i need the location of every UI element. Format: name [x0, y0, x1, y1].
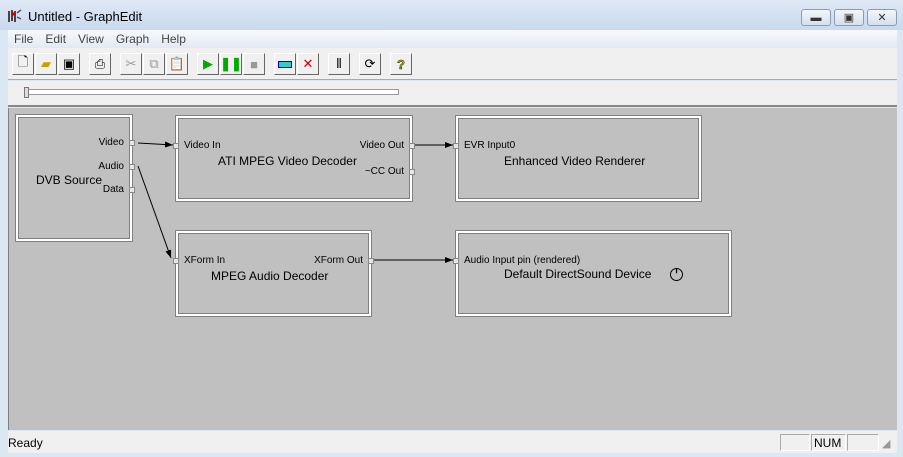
pin-label: Audio Input pin (rendered) — [464, 255, 581, 266]
pin-label: EVR Input0 — [464, 140, 516, 151]
paste-button[interactable]: 📋 — [166, 53, 188, 75]
filter-name: DVB Source — [36, 173, 103, 187]
filter-mpeg-audio-decoder[interactable]: MPEG Audio Decoder XForm In XForm Out — [173, 230, 374, 317]
filter-name: Default DirectSound Device — [504, 267, 652, 281]
disconnect-icon: ✕ — [302, 56, 314, 71]
status-pane-caps — [780, 434, 810, 451]
insert-filter-button[interactable] — [274, 53, 296, 75]
pin-audio-input[interactable] — [453, 258, 459, 264]
graphedit-button[interactable]: ⫴ — [328, 53, 350, 75]
pin-evr-input0[interactable] — [453, 143, 459, 149]
status-bar: Ready NUM ◢ — [8, 431, 897, 453]
cut-button[interactable]: ✂ — [120, 53, 142, 75]
status-text: Ready — [8, 436, 43, 450]
filter-default-directsound-device[interactable]: Default DirectSound Device Audio Input p… — [453, 230, 732, 317]
toolbar: 🗋 ▰ ▣ ⎙ ✂ ⧉ 📋 ▶ ❚❚ ■ ✕ ⫴ ⟳ ? — [8, 48, 897, 80]
pin-label: Data — [102, 184, 124, 195]
filter-icon — [278, 60, 292, 68]
pin-label: Audio — [98, 161, 124, 172]
window-title: Untitled - GraphEdit — [28, 9, 143, 24]
maximize-button[interactable]: ▣ — [834, 9, 864, 26]
pin-label: Video Out — [359, 140, 404, 151]
pin-data[interactable] — [129, 187, 135, 193]
pin-audio[interactable] — [129, 164, 135, 170]
title-bar: Untitled - GraphEdit ▬ ▣ ✕ — [0, 0, 903, 30]
pin-label: Video — [98, 137, 124, 148]
help-button[interactable]: ? — [390, 53, 412, 75]
copy-button[interactable]: ⧉ — [143, 53, 165, 75]
filter-name: ATI MPEG Video Decoder — [218, 154, 357, 168]
connections — [137, 141, 453, 263]
play-icon: ▶ — [203, 56, 213, 71]
pin-xform-in[interactable] — [173, 258, 179, 264]
filter-name: MPEG Audio Decoder — [211, 269, 329, 283]
pin-cc-out[interactable] — [409, 169, 415, 175]
disconnect-button[interactable]: ✕ — [297, 53, 319, 75]
open-folder-icon: ▰ — [41, 56, 51, 71]
menu-help[interactable]: Help — [161, 32, 186, 46]
connection-audio — [137, 165, 172, 259]
refresh-button[interactable]: ⟳ — [359, 53, 381, 75]
status-pane-num: NUM — [811, 434, 846, 451]
status-pane-scroll — [847, 434, 879, 451]
seek-track[interactable] — [24, 89, 399, 95]
menu-bar: File Edit View Graph Help — [8, 30, 897, 48]
menu-view[interactable]: View — [78, 32, 104, 46]
filter-dvb-source[interactable]: DVB Source Video Audio Data — [15, 114, 135, 242]
menu-edit[interactable]: Edit — [45, 32, 67, 46]
close-button[interactable]: ✕ — [867, 9, 897, 26]
save-icon: ▣ — [62, 56, 76, 71]
new-icon: 🗋 — [17, 54, 29, 69]
connection-video — [137, 141, 174, 148]
cut-icon: ✂ — [125, 56, 137, 71]
pin-label: XForm Out — [314, 255, 363, 266]
menu-file[interactable]: File — [14, 32, 34, 46]
stop-button[interactable]: ■ — [243, 53, 265, 75]
graphedit-icon: ⫴ — [336, 56, 342, 71]
pin-xform-out[interactable] — [368, 258, 374, 264]
copy-icon: ⧉ — [149, 56, 159, 71]
reference-clock-icon: ╹ — [670, 268, 683, 281]
filter-ati-mpeg-video-decoder[interactable]: ATI MPEG Video Decoder Video In Video Ou… — [173, 115, 415, 202]
graph-canvas[interactable]: DVB Source Video Audio Data ATI MPEG Vid… — [8, 108, 897, 430]
open-button[interactable]: ▰ — [35, 53, 57, 75]
pin-label: XForm In — [184, 255, 226, 266]
paste-icon: 📋 — [168, 56, 186, 71]
pin-video-out[interactable] — [409, 143, 415, 149]
filter-enhanced-video-renderer[interactable]: Enhanced Video Renderer EVR Input0 — [453, 115, 702, 202]
save-button[interactable]: ▣ — [58, 53, 80, 75]
pause-button[interactable]: ❚❚ — [220, 53, 242, 75]
pin-video-in[interactable] — [173, 143, 179, 149]
seek-bar-row — [8, 81, 897, 107]
resize-grip-icon[interactable]: ◢ — [882, 438, 891, 450]
pause-icon: ❚❚ — [220, 56, 242, 71]
filter-name: Enhanced Video Renderer — [504, 154, 646, 168]
minimize-button[interactable]: ▬ — [801, 9, 831, 26]
pin-video[interactable] — [129, 140, 135, 146]
new-button[interactable]: 🗋 — [12, 53, 34, 75]
pin-label: ~CC Out — [364, 166, 404, 177]
print-icon: ⎙ — [94, 56, 106, 71]
graphedit-app-icon — [8, 9, 22, 22]
play-button[interactable]: ▶ — [197, 53, 219, 75]
help-icon: ? — [397, 56, 405, 72]
refresh-icon: ⟳ — [364, 56, 376, 71]
seek-thumb[interactable] — [24, 87, 29, 98]
menu-graph[interactable]: Graph — [115, 32, 150, 46]
stop-icon: ■ — [250, 56, 258, 72]
pin-label: Video In — [184, 140, 221, 151]
print-button[interactable]: ⎙ — [89, 53, 111, 75]
